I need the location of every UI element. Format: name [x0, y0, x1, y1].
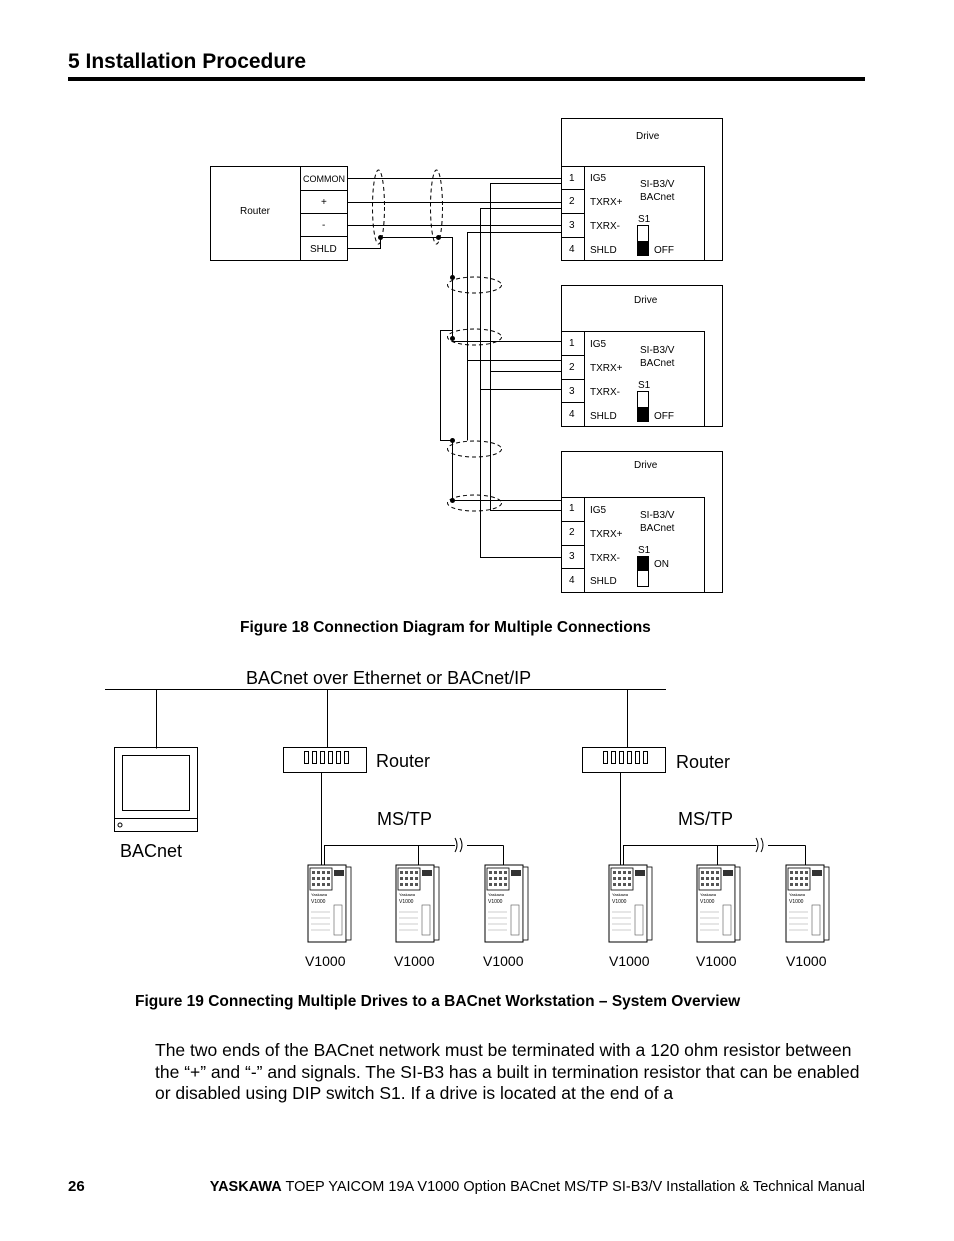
router-terminal-shld: SHLD [310, 244, 337, 255]
v1000-drive-group: YaskawaV1000V1000YaskawaV1000V1000Yaskaw… [305, 864, 830, 969]
router-terminal-plus: + [321, 197, 327, 208]
drive-1-terminal-name: SHLD [590, 245, 617, 256]
drive-brand-mark: Yaskawa [311, 892, 328, 897]
drive-2-terminal-number: 3 [569, 386, 575, 397]
figure-18-caption: Figure 18 Connection Diagram for Multipl… [240, 619, 651, 636]
section-title: 5 Installation Procedure [68, 50, 307, 73]
drive-model-label: V1000 [394, 953, 435, 969]
drive-3-title: Drive [634, 460, 658, 471]
drive-brand-mark: Yaskawa [700, 892, 717, 897]
drive-3-switch-state: ON [654, 559, 669, 570]
drive-brand-mark: Yaskawa [612, 892, 629, 897]
drive-3-terminal-number: 3 [569, 551, 575, 562]
workstation-monitor-icon [114, 747, 198, 832]
drive-1-switch-label: S1 [638, 214, 651, 225]
drive-1-title: Drive [636, 131, 660, 142]
title-rule [68, 77, 865, 81]
router-terminal-minus: - [322, 220, 325, 231]
drive-1-terminal-name: TXRX- [590, 221, 620, 232]
drive-2-switch-state: OFF [654, 411, 674, 422]
drive-3-option-protocol: BACnet [640, 523, 675, 534]
drive-2-option-model: SI-B3/V [640, 345, 675, 356]
router-terminal-common: COMMON [303, 174, 345, 184]
footer-title-text: TOEP YAICOM 19A V1000 Option BACnet MS/T… [281, 1179, 866, 1195]
drive-3-terminal-name: TXRX+ [590, 529, 623, 540]
drive-3-terminal-name: TXRX- [590, 553, 620, 564]
drive-model-label: V1000 [305, 953, 346, 969]
footer-brand: YASKAWA [209, 1179, 282, 1195]
workstation-label: BACnet [120, 841, 182, 861]
drive-3-terminal-name: IG5 [590, 505, 607, 516]
drive-2-terminal-number: 2 [569, 362, 575, 373]
drive-2-terminal-name: TXRX- [590, 387, 620, 398]
router-1-label: Router [376, 751, 430, 771]
figure-19-caption: Figure 19 Connecting Multiple Drives to … [135, 993, 741, 1010]
drive-3-terminal-number: 2 [569, 527, 575, 538]
drive-model-small-label: V1000 [700, 899, 715, 905]
drive-1-switch-state: OFF [654, 245, 674, 256]
drive-brand-mark: Yaskawa [399, 892, 416, 897]
drive-2-terminal-name: IG5 [590, 339, 607, 350]
router-2-label: Router [676, 752, 730, 772]
router-1-icon [283, 747, 367, 773]
network-label: BACnet over Ethernet or BACnet/IP [246, 668, 531, 688]
drive-brand-mark: Yaskawa [488, 892, 505, 897]
body-paragraph: The two ends of the BACnet network must … [155, 1040, 860, 1103]
mstp-1-label: MS/TP [377, 809, 432, 829]
drive-3-terminal-number: 1 [569, 503, 575, 514]
drive-model-small-label: V1000 [399, 899, 414, 905]
drive-3-switch-label: S1 [638, 545, 651, 556]
drive-model-small-label: V1000 [612, 899, 627, 905]
drive-1-terminal-number: 2 [569, 196, 575, 207]
drive-1-terminal-number: 4 [569, 244, 575, 255]
drive-model-label: V1000 [696, 953, 737, 969]
drive-model-small-label: V1000 [488, 899, 503, 905]
drive-brand-mark: Yaskawa [789, 892, 806, 897]
drive-2-terminal-name: TXRX+ [590, 363, 623, 374]
drive-3-terminal-name: SHLD [590, 576, 617, 587]
router-2-icon [582, 747, 666, 773]
drive-1-terminal-number: 1 [569, 173, 575, 184]
drive-2-terminal-name: SHLD [590, 411, 617, 422]
drive-2-terminal-number: 4 [569, 409, 575, 420]
drive-3-terminal-number: 4 [569, 575, 575, 586]
drive-1-option-model: SI-B3/V [640, 179, 675, 190]
drive-model-label: V1000 [483, 953, 524, 969]
mstp-2-label: MS/TP [678, 809, 733, 829]
drive-model-small-label: V1000 [789, 899, 804, 905]
fig18-router-label: Router [240, 206, 271, 217]
drive-3-option-model: SI-B3/V [640, 510, 675, 521]
drive-1-terminal-name: TXRX+ [590, 197, 623, 208]
drive-2-switch-label: S1 [638, 380, 651, 391]
footer-manual-title: YASKAWA TOEP YAICOM 19A V1000 Option BAC… [210, 1179, 865, 1195]
drive-1-option-protocol: BACnet [640, 192, 675, 203]
page-number: 26 [68, 1178, 85, 1195]
drive-model-small-label: V1000 [311, 899, 326, 905]
drive-model-label: V1000 [786, 953, 827, 969]
drive-2-option-protocol: BACnet [640, 358, 675, 369]
drive-2-title: Drive [634, 295, 658, 306]
drive-1-terminal-name: IG5 [590, 173, 607, 184]
drive-1-terminal-number: 3 [569, 220, 575, 231]
drive-model-label: V1000 [609, 953, 650, 969]
drive-2-terminal-number: 1 [569, 338, 575, 349]
